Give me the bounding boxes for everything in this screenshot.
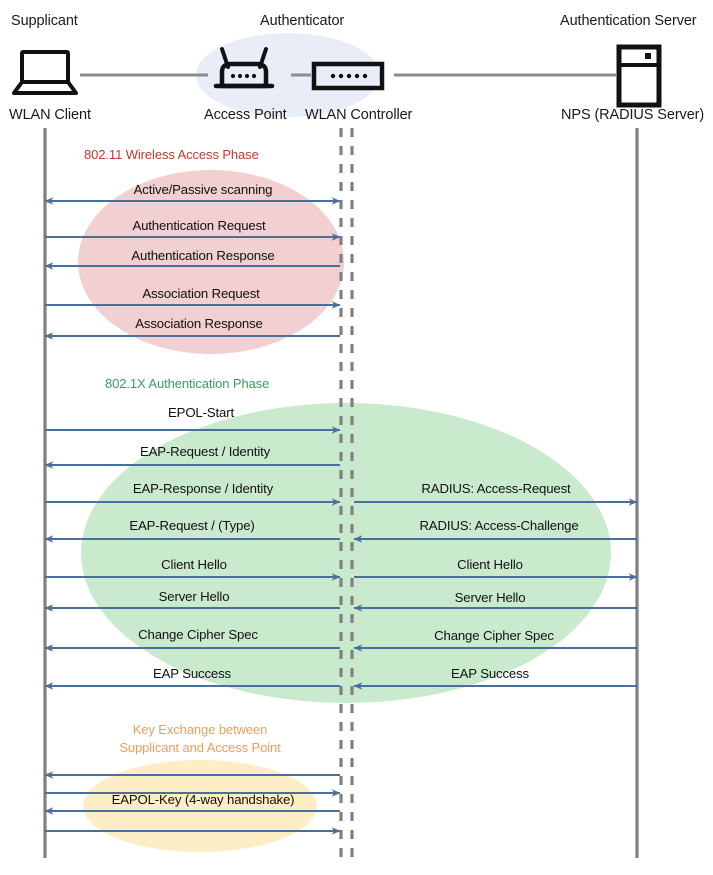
message-label-server-hello-left: Server Hello [158,589,230,604]
phase-title-key-exchange-line2: Supplicant and Access Point [119,740,281,755]
message-label-radius-access-challenge: RADIUS: Access-Challenge [419,518,579,533]
message-label-change-cipher-spec-left: Change Cipher Spec [138,627,258,642]
access-point-icon [213,47,275,89]
role-label-authentication-server: Authentication Server [560,13,697,29]
laptop-icon [12,50,78,95]
message-label-client-hello-left: Client Hello [161,557,227,572]
authenticator-halo [196,33,380,117]
message-arrows-left [44,197,341,835]
role-label-authenticator: Authenticator [260,13,345,29]
node-label-wlan-controller: WLAN Controller [305,107,413,123]
node-label-wlan-client: WLAN Client [9,107,91,123]
message-label-radius-access-request: RADIUS: Access-Request [421,481,571,496]
message-label-authentication-response: Authentication Response [131,248,275,263]
role-label-supplicant: Supplicant [11,13,78,29]
message-label-eap-request-type: EAP-Request / (Type) [129,518,255,533]
message-label-change-cipher-spec-right: Change Cipher Spec [434,628,554,643]
message-label-association-response: Association Response [135,316,263,331]
message-label-eap-response-identity: EAP-Response / Identity [132,481,274,496]
message-label-eap-success-right: EAP Success [450,666,530,681]
phase-title-wireless-access: 802.11 Wireless Access Phase [84,147,259,162]
node-label-nps-radius-server: NPS (RADIUS Server) [561,107,705,123]
phase-ellipse-dot1x-authentication [81,403,611,703]
message-label-server-hello-right: Server Hello [454,590,526,605]
message-label-association-request: Association Request [142,286,260,301]
node-label-access-point: Access Point [204,107,287,123]
wlan-controller-icon [311,61,385,91]
message-arrows-right [353,498,638,690]
message-label-eap-request-identity: EAP-Request / Identity [139,444,271,459]
phase-title-key-exchange-line1: Key Exchange between [132,722,268,737]
phase-title-dot1x-authentication: 802.1X Authentication Phase [105,376,270,391]
message-label-eap-success-left: EAP Success [152,666,232,681]
message-label-active-passive-scanning: Active/Passive scanning [133,182,273,197]
message-label-client-hello-right: Client Hello [457,557,523,572]
message-label-authentication-request: Authentication Request [132,218,266,233]
phase-ellipse-wireless-access [78,170,344,354]
server-icon [616,44,662,108]
phase-ellipse-key-exchange [83,760,317,852]
message-label-eapol-start: EPOL-Start [168,405,234,420]
message-label-eapol-key-4way-handshake: EAPOL-Key (4-way handshake) [111,792,295,807]
